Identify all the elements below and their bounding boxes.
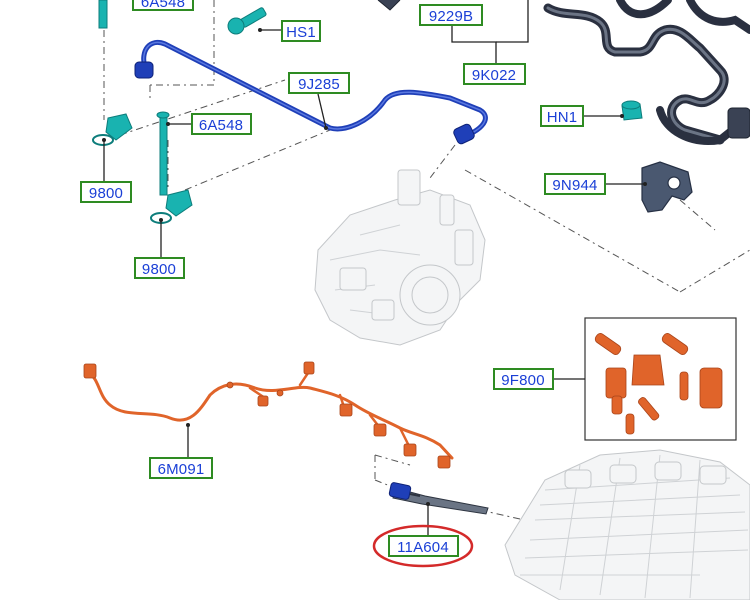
wiring-harness-6m091: [83, 361, 454, 469]
label-6m091-text: 6M091: [158, 461, 205, 478]
label-9n944[interactable]: 9N944: [544, 173, 606, 195]
label-9f800[interactable]: 9F800: [493, 368, 554, 390]
label-6a548[interactable]: 6A548: [191, 113, 252, 135]
label-9229b[interactable]: 9229B: [419, 4, 483, 26]
label-9229b-text: 9229B: [429, 8, 473, 25]
nut-hn1: [621, 100, 643, 121]
label-9f800-text: 9F800: [501, 372, 545, 389]
label-hs1[interactable]: HS1: [281, 20, 321, 42]
injector-fuel-lines: [377, 0, 750, 145]
label-9n944-text: 9N944: [552, 177, 597, 194]
bolt-6a548-top: [98, 0, 108, 29]
label-9k022-text: 9K022: [472, 67, 516, 84]
fuel-pump-ghost: [314, 169, 486, 346]
label-hs1-text: HS1: [286, 24, 316, 41]
highlight-circle: [372, 524, 474, 568]
label-9800-a[interactable]: 9800: [80, 181, 132, 203]
label-11a604[interactable]: 11A604: [388, 535, 459, 557]
label-11a604-text: 11A604: [397, 539, 449, 556]
bolt-6a548: [156, 111, 170, 196]
label-9800-b-text: 9800: [142, 261, 176, 278]
label-9j285-text: 9J285: [298, 76, 340, 93]
leader-lines: [102, 0, 647, 536]
bolt-hs1: [227, 7, 267, 35]
glow-plug-11a604: [388, 482, 489, 515]
label-9k022[interactable]: 9K022: [463, 63, 526, 85]
label-6a548-top-text: 6A548: [141, 0, 185, 11]
cylinder-head-ghost: [504, 449, 750, 600]
fuel-line-9j285: [134, 40, 488, 145]
label-hn1[interactable]: HN1: [540, 105, 584, 127]
label-9800-a-text: 9800: [89, 185, 123, 202]
label-9800-b[interactable]: 9800: [134, 257, 185, 279]
fitting-9800-a: [92, 113, 133, 146]
label-6m091[interactable]: 6M091: [149, 457, 213, 479]
fitting-9800-b: [150, 189, 193, 224]
label-hn1-text: HN1: [547, 109, 578, 126]
kit-box-9f800: [584, 317, 737, 441]
label-6a548-top[interactable]: 6A548: [132, 0, 194, 11]
bracket-9n944: [641, 161, 693, 213]
label-6a548-text: 6A548: [199, 117, 243, 134]
label-9j285[interactable]: 9J285: [288, 72, 350, 94]
